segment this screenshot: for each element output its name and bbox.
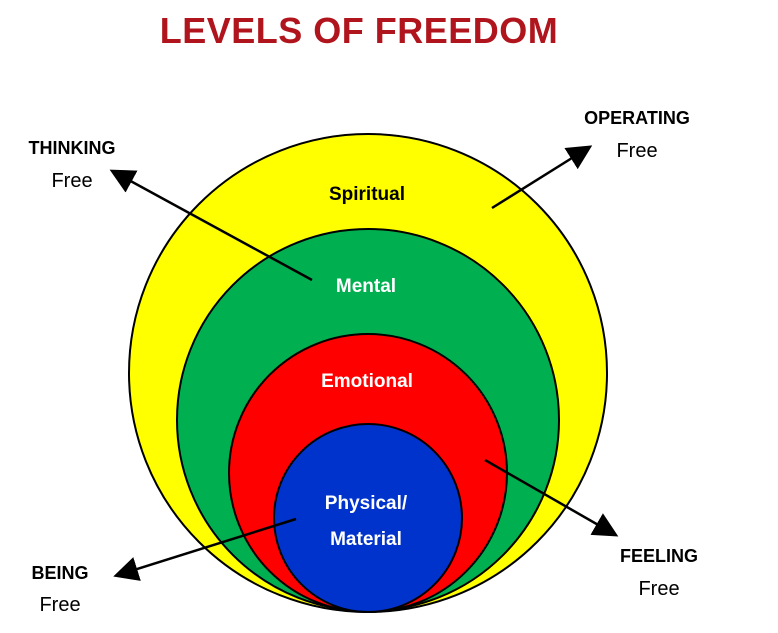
thinking-arrow (109, 169, 313, 282)
being-label: BEING (31, 563, 88, 583)
operating-free: Free (616, 140, 657, 162)
physical-circle (273, 423, 463, 613)
page-title: LEVELS OF FREEDOM (159, 10, 559, 51)
being-free: Free (39, 594, 80, 616)
feeling-arrow (484, 458, 619, 537)
physical-label-line2: Material (330, 529, 402, 550)
operating-arrow (491, 145, 593, 210)
operating-label: OPERATING (584, 108, 690, 128)
emotional-label: Emotional (321, 371, 413, 392)
mental-label: Mental (336, 276, 396, 297)
thinking-label: THINKING (29, 138, 116, 158)
physical-label-line1: Physical/ (325, 493, 408, 514)
spiritual-label: Spiritual (329, 184, 405, 205)
feeling-label: FEELING (620, 546, 698, 566)
thinking-free: Free (51, 170, 92, 192)
being-arrow (113, 517, 297, 581)
feeling-free: Free (638, 578, 679, 600)
